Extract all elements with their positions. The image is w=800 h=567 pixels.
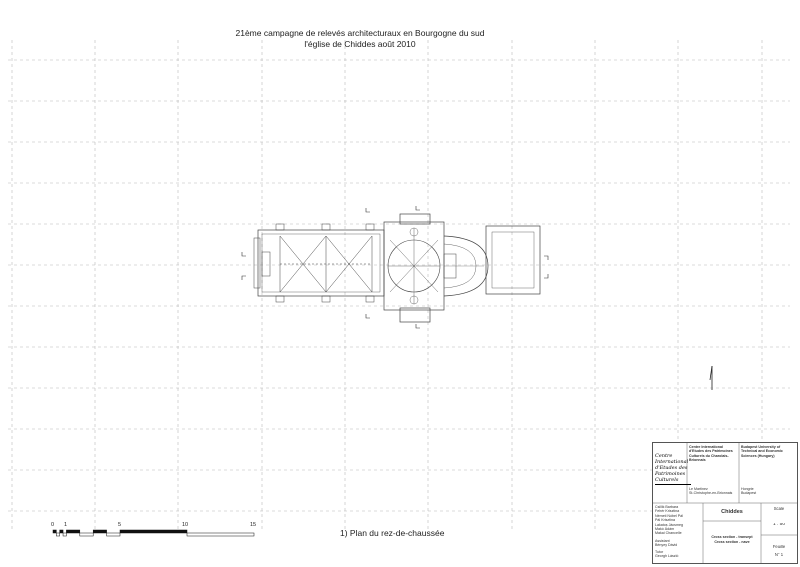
scale-bar-segment <box>186 532 255 537</box>
institution-hu: Budapest University of Technical and Eco… <box>741 445 783 458</box>
scale-bar-segment <box>106 532 121 537</box>
project-name: Chiddes <box>721 509 743 515</box>
institution-fr: Centre International d'Etudes des Patrim… <box>689 445 733 463</box>
institution-hu-place: Hongrie Budapest <box>741 487 757 496</box>
assistant-name: Bényey Dávid <box>655 543 678 548</box>
title-block: Centre International d'Etudes des Patrim… <box>652 442 798 564</box>
subtitle-transept: Cross section - transept <box>711 535 753 539</box>
logo-text: Centre International d'Etudes des Patrim… <box>655 453 691 485</box>
institution-fr-place: Le Martinez St-Christophe-en-Brionnais <box>689 487 733 496</box>
title-line-2: l'église de Chiddes août 2010 <box>304 38 416 49</box>
sheet-label: Feuille <box>772 545 786 549</box>
scale-value: 1 : 50 <box>772 523 785 527</box>
title-line-1: 21ème campagne de relevés architecturaux… <box>235 28 485 38</box>
section-markers <box>241 206 549 329</box>
scale-tick-0: 0 <box>51 522 55 528</box>
scale-bar-blocks <box>52 529 255 537</box>
scale-bar-segment <box>119 529 188 534</box>
team-members: Csillik Barbara Fehér Krisztina Németi N… <box>655 505 683 536</box>
plan-caption: 1) Plan du rez-de-chaussée <box>340 528 445 538</box>
assistant-label: Assistant <box>655 539 670 543</box>
scale-bar-segment <box>66 529 81 534</box>
scale-label: Scale <box>773 507 785 511</box>
scale-tick-1: 1 <box>64 522 68 528</box>
buttresses <box>275 223 375 303</box>
scale-bar-segment <box>79 532 94 537</box>
scale-bar-segment <box>92 529 107 534</box>
tutor-name: Georgh László <box>655 554 679 559</box>
sheet-value: N° 1 <box>774 553 784 557</box>
subtitle-nave: Cross section - nave <box>714 540 750 544</box>
scale-bar-segment <box>62 532 67 537</box>
tutor-label: Tutor <box>655 550 664 554</box>
scale-tick-5: 5 <box>118 522 122 528</box>
drawing-title: 21ème campagne de relevés architecturaux… <box>180 28 540 49</box>
scale-bar-segment <box>59 529 64 534</box>
institution-logo: Centre International d'Etudes des Patrim… <box>655 453 691 495</box>
apse <box>443 235 489 297</box>
sacristy <box>485 225 541 295</box>
title-block-frame <box>653 443 797 563</box>
scale-bar-segment <box>52 529 57 534</box>
nave-vault-ribs <box>279 235 373 293</box>
scale-bar-segment <box>56 532 60 537</box>
north-arrow-icon <box>709 365 713 390</box>
scale-tick-15: 15 <box>250 522 257 528</box>
scale-tick-10: 10 <box>182 522 189 528</box>
